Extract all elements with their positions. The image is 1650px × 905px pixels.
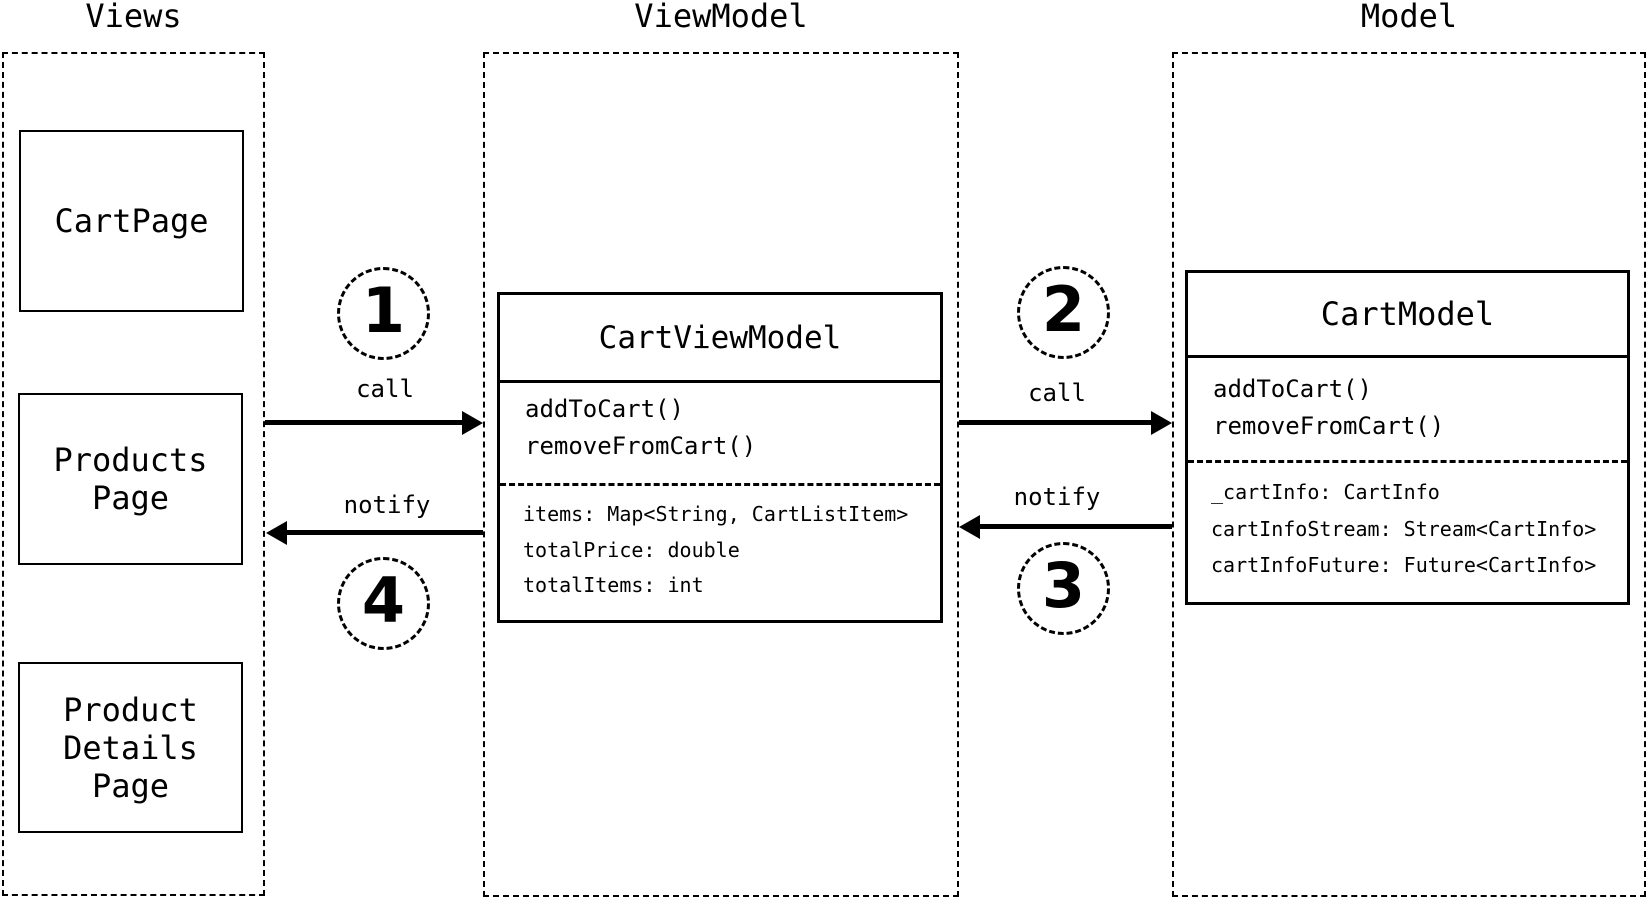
class-property: items: Map<String, CartListItem>	[523, 502, 909, 526]
class-property: cartInfoFuture: Future<CartInfo>	[1211, 553, 1597, 577]
class-property: totalItems: int	[523, 573, 704, 597]
arrow-shaft	[979, 524, 1172, 529]
viewmodel-layer-column	[483, 52, 959, 897]
arrowhead-right-icon	[1151, 411, 1172, 435]
cart-model-class-name: CartModel	[1188, 273, 1627, 358]
model-layer-title: Model	[1360, 0, 1458, 35]
notify-label-model-to-viewmodel: notify	[1013, 483, 1101, 511]
viewmodel-layer-title: ViewModel	[634, 0, 808, 35]
cart-model-methods-section: addToCart() removeFromCart()	[1188, 358, 1627, 460]
class-method: removeFromCart()	[1213, 412, 1445, 440]
call-label-viewmodel-to-model: call	[1028, 379, 1086, 407]
products-page-label: Products Page	[53, 441, 208, 517]
arrowhead-right-icon	[462, 411, 483, 435]
class-method: removeFromCart()	[525, 432, 757, 460]
class-property: _cartInfo: CartInfo	[1211, 480, 1440, 504]
cart-model-properties-section: _cartInfo: CartInfo cartInfoStream: Stre…	[1188, 460, 1627, 602]
model-layer-column	[1172, 52, 1646, 897]
step-3-badge: 3	[1017, 542, 1110, 635]
class-method: addToCart()	[1213, 375, 1372, 403]
views-layer-title: Views	[85, 0, 182, 35]
step-2-badge: 2	[1017, 266, 1110, 359]
class-property: cartInfoStream: Stream<CartInfo>	[1211, 516, 1597, 541]
cart-model-class-box: CartModel addToCart() removeFromCart() _…	[1185, 270, 1630, 605]
step-4-number: 4	[361, 563, 406, 637]
product-details-page-label: Product Details Page	[63, 690, 198, 805]
call-label-views-to-viewmodel: call	[356, 375, 414, 403]
product-details-page-box: Product Details Page	[18, 662, 243, 833]
notify-label-viewmodel-to-views: notify	[343, 491, 431, 519]
step-3-number: 3	[1041, 548, 1086, 622]
cart-page-label: CartPage	[54, 202, 209, 240]
cart-view-model-properties-section: items: Map<String, CartListItem> totalPr…	[500, 483, 940, 620]
step-1-badge: 1	[337, 267, 430, 360]
arrow-shaft	[287, 530, 483, 535]
cart-view-model-class-box: CartViewModel addToCart() removeFromCart…	[497, 292, 943, 623]
cart-view-model-methods-section: addToCart() removeFromCart()	[500, 383, 940, 483]
step-4-badge: 4	[337, 557, 430, 650]
class-method: addToCart()	[525, 395, 684, 423]
arrow-shaft	[959, 420, 1152, 425]
cart-page-box: CartPage	[19, 130, 244, 312]
step-2-number: 2	[1041, 272, 1086, 346]
arrow-shaft	[265, 420, 463, 425]
arrowhead-left-icon	[959, 515, 980, 539]
class-property: totalPrice: double	[523, 537, 740, 562]
step-1-number: 1	[361, 273, 406, 347]
views-layer-column	[2, 52, 265, 896]
arrowhead-left-icon	[266, 521, 287, 545]
products-page-box: Products Page	[18, 393, 243, 565]
cart-view-model-class-name: CartViewModel	[500, 295, 940, 383]
